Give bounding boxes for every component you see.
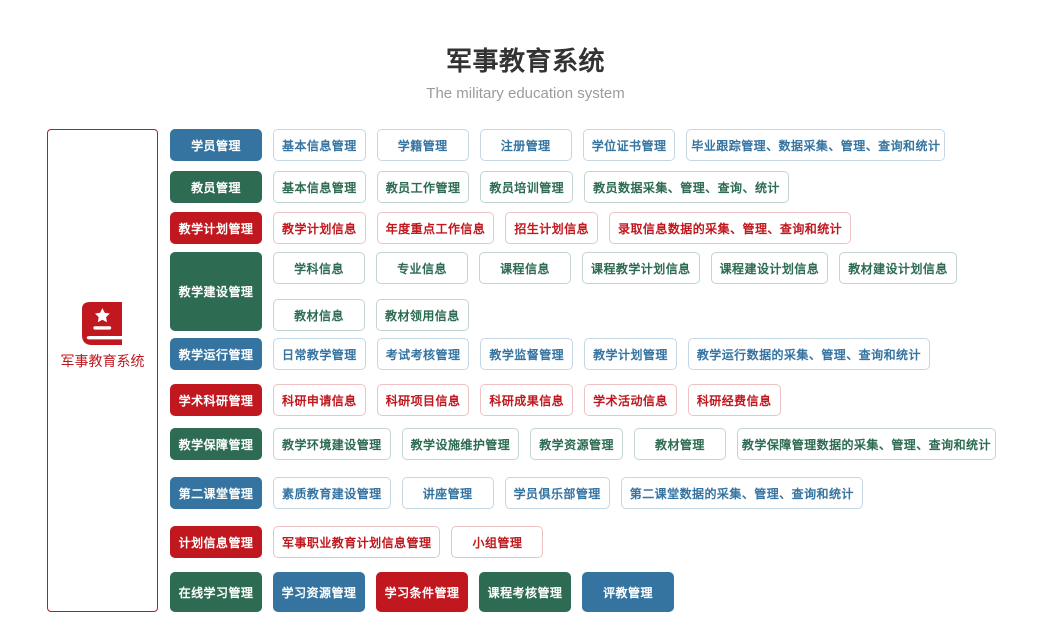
module-button[interactable]: 学员俱乐部管理 [504, 477, 610, 509]
module-button[interactable]: 教材管理 [633, 428, 726, 460]
system-panel-label: 军事教育系统 [60, 353, 145, 369]
category-button[interactable]: 教学计划管理 [170, 212, 262, 244]
module-button[interactable]: 学习资源管理 [273, 572, 365, 612]
module-button[interactable]: 专业信息 [376, 252, 468, 284]
category-button[interactable]: 计划信息管理 [170, 526, 262, 558]
module-button[interactable]: 学术活动信息 [584, 384, 677, 416]
row-second-classroom-management: 第二课堂管理 素质教育建设管理 讲座管理 学员俱乐部管理 第二课堂数据的采集、管… [170, 477, 863, 509]
category-button[interactable]: 学员管理 [170, 129, 262, 161]
module-button[interactable]: 注册管理 [479, 129, 572, 161]
page-subtitle: The military education system [426, 85, 625, 102]
module-button[interactable]: 教员工作管理 [376, 171, 470, 203]
module-button[interactable]: 学习条件管理 [376, 572, 468, 612]
row-teacher-management: 教员管理 基本信息管理 教员工作管理 教员培训管理 教员数据采集、管理、查询、统… [170, 171, 789, 203]
module-button[interactable]: 教员数据采集、管理、查询、统计 [584, 171, 789, 203]
module-button[interactable]: 科研经费信息 [687, 384, 781, 416]
module-button[interactable]: 教学运行数据的采集、管理、查询和统计 [687, 338, 930, 370]
row-plan-information-management: 计划信息管理 军事职业教育计划信息管理 小组管理 [170, 526, 544, 558]
row-teaching-support-management: 教学保障管理 教学环境建设管理 教学设施维护管理 教学资源管理 教材管理 教学保… [170, 428, 996, 460]
row-teaching-construction-management: 教学建设管理 学科信息 专业信息 课程信息 课程教学计划信息 课程建设计划信息 … [170, 252, 957, 331]
module-button[interactable]: 日常教学管理 [273, 338, 366, 370]
module-button[interactable]: 招生计划信息 [505, 212, 599, 244]
category-button[interactable]: 教学建设管理 [170, 252, 262, 331]
module-button[interactable]: 课程信息 [479, 252, 571, 284]
row-lines: 学科信息 专业信息 课程信息 课程教学计划信息 课程建设计划信息 教材建设计划信… [273, 252, 957, 331]
module-button[interactable]: 教材信息 [273, 299, 365, 331]
module-button[interactable]: 课程考核管理 [479, 572, 571, 612]
module-button[interactable]: 教学监督管理 [480, 338, 574, 370]
module-button[interactable]: 学位证书管理 [582, 129, 676, 161]
category-button[interactable]: 教学运行管理 [170, 338, 262, 370]
module-button[interactable]: 基本信息管理 [273, 171, 366, 203]
row-online-learning-management: 在线学习管理 学习资源管理 学习条件管理 课程考核管理 评教管理 [170, 572, 674, 612]
category-button[interactable]: 学术科研管理 [170, 384, 262, 416]
module-button[interactable]: 年度重点工作信息 [376, 212, 495, 244]
row-academic-research-management: 学术科研管理 科研申请信息 科研项目信息 科研成果信息 学术活动信息 科研经费信… [170, 384, 781, 416]
module-button[interactable]: 军事职业教育计划信息管理 [273, 526, 441, 558]
module-button[interactable]: 科研项目信息 [376, 384, 470, 416]
module-button[interactable]: 教材领用信息 [376, 299, 469, 331]
category-button[interactable]: 在线学习管理 [170, 572, 262, 612]
module-button[interactable]: 教学计划信息 [273, 212, 366, 244]
module-button[interactable]: 毕业跟踪管理、数据采集、管理、查询和统计 [686, 129, 946, 161]
module-button[interactable]: 教材建设计划信息 [839, 252, 957, 284]
module-button[interactable]: 教学环境建设管理 [273, 428, 391, 460]
module-button[interactable]: 教员培训管理 [480, 171, 574, 203]
category-button[interactable]: 教员管理 [170, 171, 262, 203]
module-button[interactable]: 教学资源管理 [530, 428, 623, 460]
module-button[interactable]: 教学计划管理 [584, 338, 677, 370]
module-button[interactable]: 科研申请信息 [273, 384, 366, 416]
module-button[interactable]: 素质教育建设管理 [273, 477, 391, 509]
row-teaching-operation-management: 教学运行管理 日常教学管理 考试考核管理 教学监督管理 教学计划管理 教学运行数… [170, 338, 930, 370]
module-button[interactable]: 讲座管理 [401, 477, 494, 509]
system-panel: 军事教育系统 [47, 129, 158, 612]
book-star-icon [82, 302, 122, 345]
module-button[interactable]: 基本信息管理 [273, 129, 366, 161]
module-button[interactable]: 录取信息数据的采集、管理、查询和统计 [609, 212, 852, 244]
module-button[interactable]: 评教管理 [582, 572, 674, 612]
category-button[interactable]: 教学保障管理 [170, 428, 262, 460]
module-button[interactable]: 第二课堂数据的采集、管理、查询和统计 [620, 477, 863, 509]
module-button[interactable]: 课程建设计划信息 [710, 252, 829, 284]
row-line-2: 教材信息 教材领用信息 [273, 299, 957, 331]
module-button[interactable]: 考试考核管理 [376, 338, 470, 370]
module-button[interactable]: 课程教学计划信息 [582, 252, 700, 284]
module-button[interactable]: 学科信息 [273, 252, 365, 284]
module-button[interactable]: 教学设施维护管理 [401, 428, 520, 460]
module-button[interactable]: 学籍管理 [376, 129, 469, 161]
module-button[interactable]: 科研成果信息 [480, 384, 574, 416]
module-button[interactable]: 小组管理 [451, 526, 544, 558]
row-teaching-plan-management: 教学计划管理 教学计划信息 年度重点工作信息 招生计划信息 录取信息数据的采集、… [170, 212, 852, 244]
row-line-1: 学科信息 专业信息 课程信息 课程教学计划信息 课程建设计划信息 教材建设计划信… [273, 252, 957, 284]
category-button[interactable]: 第二课堂管理 [170, 477, 262, 509]
page-title: 军事教育系统 [445, 46, 605, 76]
row-student-management: 学员管理 基本信息管理 学籍管理 注册管理 学位证书管理 毕业跟踪管理、数据采集… [170, 129, 946, 161]
module-button[interactable]: 教学保障管理数据的采集、管理、查询和统计 [736, 428, 996, 460]
